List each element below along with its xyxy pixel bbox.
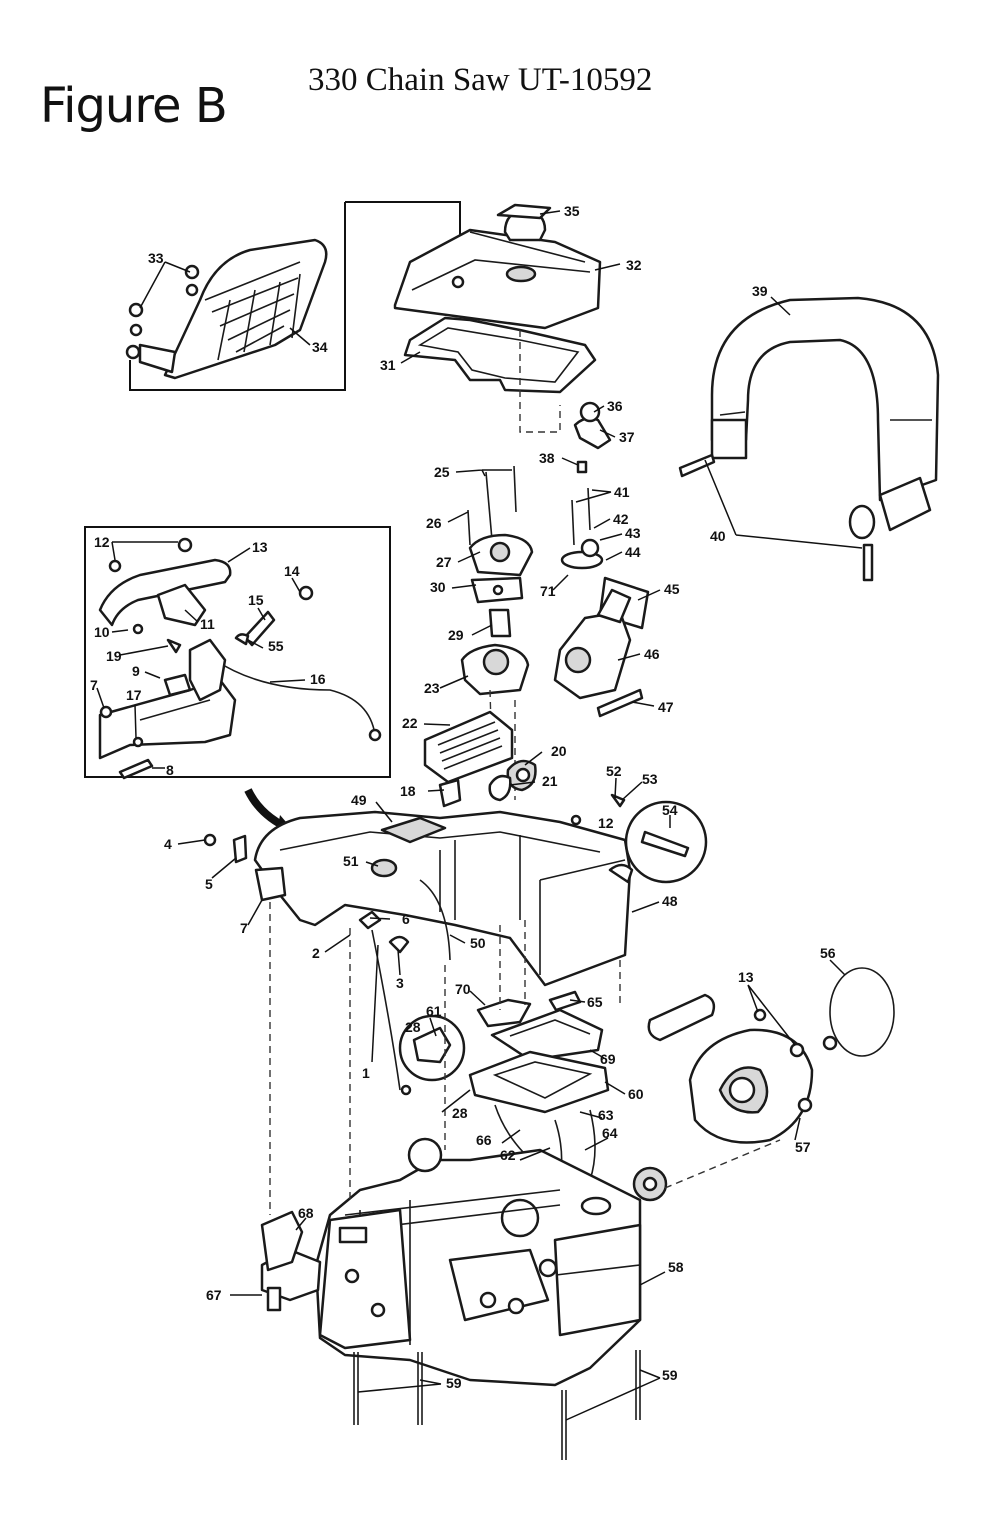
callout: 40 <box>710 528 726 544</box>
callout: 28 <box>405 1019 421 1035</box>
callout: 69 <box>600 1051 616 1067</box>
callout: 57 <box>795 1139 811 1155</box>
callout: 65 <box>587 994 603 1010</box>
callout: 59 <box>662 1367 678 1383</box>
callout: 25 <box>434 464 450 480</box>
callout: 12 <box>598 815 614 831</box>
carburetor-stack <box>460 401 650 800</box>
callout: 32 <box>626 257 642 273</box>
callout: 37 <box>619 429 635 445</box>
callout: 13 <box>252 539 268 555</box>
callout: 11 <box>200 616 215 632</box>
callout: 56 <box>820 945 836 961</box>
callout: 33 <box>148 250 164 266</box>
rear-handle-inset <box>84 526 391 780</box>
callout: 1 <box>362 1065 370 1081</box>
callout: 20 <box>551 743 567 759</box>
callout: 68 <box>298 1205 314 1221</box>
callout: 54 <box>662 802 678 818</box>
callout: 50 <box>470 935 486 951</box>
callout: 39 <box>752 283 768 299</box>
callout: 61 <box>426 1003 442 1019</box>
callout: 3 <box>396 975 404 991</box>
callout: 16 <box>310 671 326 687</box>
callout: 62 <box>500 1147 516 1163</box>
filter-and-gears <box>423 710 537 808</box>
main-housing <box>203 793 708 1096</box>
callout: 67 <box>206 1287 222 1303</box>
callout: 18 <box>400 783 416 799</box>
callout: 27 <box>436 554 452 570</box>
callout: 30 <box>430 579 446 595</box>
callout: 29 <box>448 627 464 643</box>
callout: 5 <box>205 876 213 892</box>
callout: 55 <box>268 638 284 654</box>
callout: 12 <box>94 534 110 550</box>
callout: 71 <box>540 583 556 599</box>
callout: 35 <box>564 203 580 219</box>
callout: 23 <box>424 680 440 696</box>
callout: 9 <box>132 663 140 679</box>
callout: 43 <box>625 525 641 541</box>
callout: 70 <box>455 981 471 997</box>
callout: 31 <box>380 357 396 373</box>
leader-lines <box>96 210 863 1421</box>
callout: 41 <box>614 484 630 500</box>
callout: 51 <box>343 853 359 869</box>
callout: 48 <box>662 893 678 909</box>
callout: 10 <box>94 624 110 640</box>
engine-block <box>260 1137 642 1460</box>
diagram-title: 330 Chain Saw UT-10592 <box>308 62 653 98</box>
callout: 63 <box>598 1107 614 1123</box>
callout: 44 <box>625 544 641 560</box>
callout: 7 <box>90 677 98 693</box>
callout: 14 <box>284 563 300 579</box>
callout: 45 <box>664 581 680 597</box>
callout: 7 <box>240 920 248 936</box>
callout: 60 <box>628 1086 644 1102</box>
callout: 52 <box>606 763 622 779</box>
starter-assembly <box>632 967 895 1202</box>
callout: 46 <box>644 646 660 662</box>
callout: 38 <box>539 450 555 466</box>
callout: 64 <box>602 1125 618 1141</box>
callout: 2 <box>312 945 320 961</box>
callout-labels: 1 2 3 4 5 6 7 7 8 9 10 11 12 12 13 13 14… <box>90 203 836 1391</box>
figure-label: Figure B <box>40 78 228 134</box>
intake-gaskets <box>398 990 610 1181</box>
callout: 66 <box>476 1132 492 1148</box>
callout: 4 <box>164 836 172 852</box>
callout: 53 <box>642 771 658 787</box>
air-filter-inset <box>125 201 461 391</box>
callout: 15 <box>248 592 264 608</box>
callout: 19 <box>106 648 122 664</box>
callout: 13 <box>738 969 754 985</box>
callout: 34 <box>312 339 328 355</box>
callout: 28 <box>452 1105 468 1121</box>
callout: 49 <box>351 792 367 808</box>
callout: 58 <box>668 1259 684 1275</box>
callout: 36 <box>607 398 623 414</box>
callout: 59 <box>446 1375 462 1391</box>
callout: 17 <box>126 687 142 703</box>
callout: 21 <box>542 773 558 789</box>
callout: 26 <box>426 515 442 531</box>
callout: 8 <box>166 762 174 778</box>
callout: 22 <box>402 715 418 731</box>
callout: 47 <box>658 699 674 715</box>
top-cover-group <box>393 203 602 433</box>
callout: 6 <box>402 911 410 927</box>
callout: 42 <box>613 511 629 527</box>
handle-bar <box>678 296 940 582</box>
